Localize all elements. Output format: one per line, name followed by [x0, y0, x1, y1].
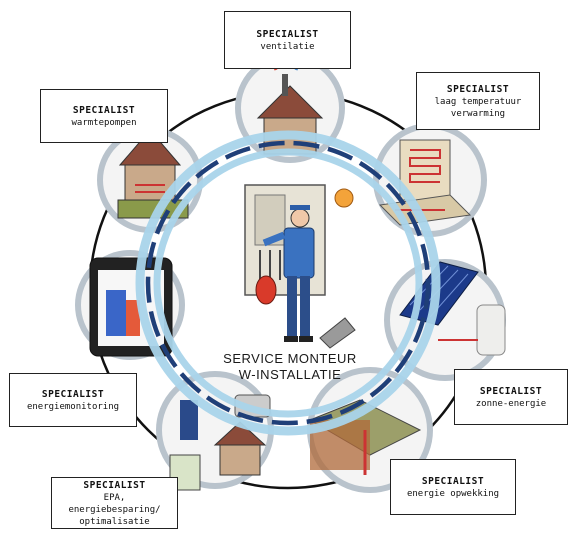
node-warmtepompen	[97, 127, 203, 233]
specialist-title: SPECIALIST	[479, 385, 543, 397]
dashed-ring	[145, 140, 431, 426]
center-title-line1: SERVICE MONTEUR	[223, 351, 357, 366]
specialist-title: SPECIALIST	[83, 479, 146, 491]
node-energiemonitoring	[75, 250, 185, 360]
specialist-title: SPECIALIST	[421, 475, 485, 487]
specialist-title: SPECIALIST	[256, 28, 319, 40]
specialist-subtitle: warmtepompen	[71, 117, 137, 128]
specialist-zonne-energie-box: SPECIALIST zonne-energie	[454, 369, 568, 425]
specialist-ventilatie-box: SPECIALIST ventilatie	[224, 11, 351, 69]
specialist-title: SPECIALIST	[41, 388, 105, 400]
specialist-subtitle: ventilatie	[260, 41, 315, 52]
technician-illustration	[244, 184, 356, 349]
specialist-laag-temperatuur-box: SPECIALIST laag temperatuur verwarming	[416, 72, 540, 130]
specialist-title: SPECIALIST	[72, 104, 136, 116]
specialist-subtitle: energiemonitoring	[26, 401, 120, 412]
specialist-subtitle: zonne-energie	[475, 398, 547, 409]
specialist-subtitle: energie opwekking	[406, 488, 500, 499]
center-title-line2: W-INSTALLATIE	[238, 367, 342, 382]
specialist-subtitle: EPA, energiebesparing/ optimalisatie	[68, 492, 161, 527]
specialist-epa-box: SPECIALIST EPA, energiebesparing/ optima…	[51, 477, 178, 529]
specialist-energiemonitoring-box: SPECIALIST energiemonitoring	[9, 373, 137, 427]
specialist-warmtepompen-box: SPECIALIST warmtepompen	[40, 89, 168, 143]
specialist-title: SPECIALIST	[446, 83, 510, 95]
specialist-subtitle: laag temperatuur verwarming	[434, 96, 522, 119]
specialist-energie-opwekking-box: SPECIALIST energie opwekking	[390, 459, 516, 515]
outer-ring-light	[135, 130, 441, 436]
inner-ring-light	[153, 148, 423, 418]
